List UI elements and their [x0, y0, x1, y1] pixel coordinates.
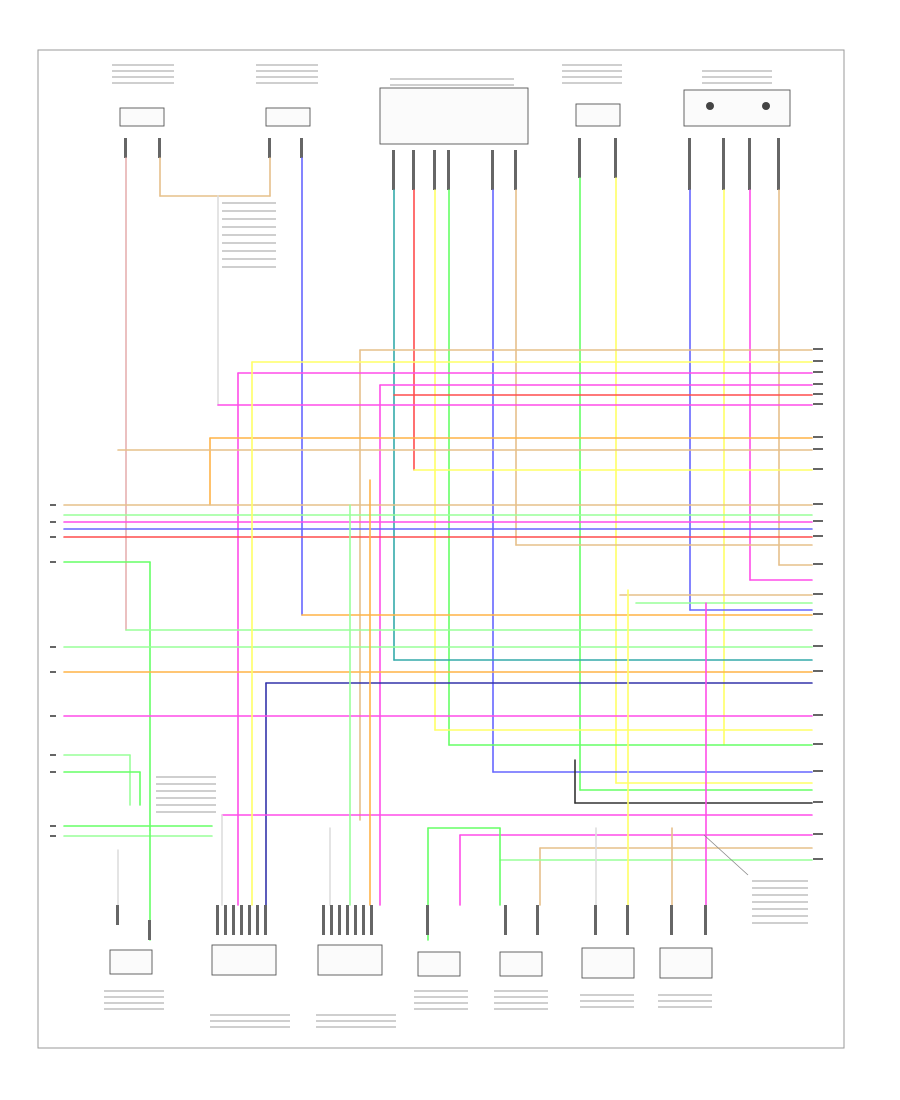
left-terminals	[50, 504, 56, 837]
wires-horizontal-bus	[63, 349, 813, 906]
bottom-labels	[104, 990, 712, 1028]
top-label-4	[562, 64, 622, 84]
top-component-2	[265, 107, 311, 158]
top-component-4	[575, 103, 621, 178]
bottom-component-4	[417, 905, 461, 977]
top-label-2	[256, 64, 318, 84]
wires-vertical-bottom	[117, 361, 707, 941]
wires-vertical-top	[125, 157, 780, 791]
bottom-component-3-connector	[317, 905, 383, 976]
note-upper-left	[222, 202, 276, 268]
bottom-component-5	[499, 905, 543, 977]
note-lower-left	[156, 776, 216, 813]
bottom-component-2-connector	[211, 905, 277, 976]
bottom-component-7-sensor	[659, 905, 713, 979]
top-component-5-dual-module	[683, 89, 791, 190]
top-label-5	[702, 70, 772, 84]
top-label-3	[390, 78, 514, 86]
diagram-frame	[37, 49, 845, 1049]
top-label-1	[112, 64, 174, 84]
bottom-component-1	[109, 905, 153, 975]
top-component-1	[119, 107, 165, 158]
right-terminals	[813, 348, 823, 860]
top-component-3-relay-module	[379, 87, 529, 190]
note-lower-right	[703, 834, 808, 924]
bottom-component-6-sensor	[581, 905, 635, 979]
